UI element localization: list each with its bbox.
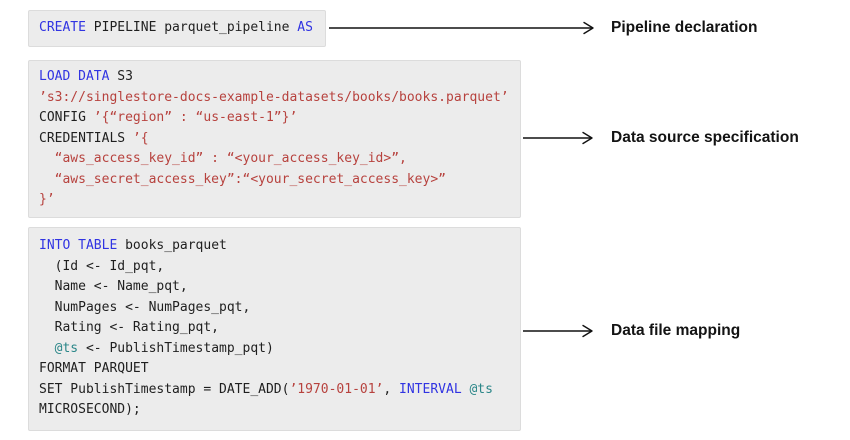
code-segment-var: @ts [54,340,79,356]
code-segment-var: @ts [469,381,493,397]
code-segment-plain: FORMAT PARQUET [39,361,149,376]
annotation-data-source-specification: Data source specification [611,129,799,146]
code-line: Rating <- Rating_pqt, [39,318,510,339]
code-line: ’s3://singlestore-docs-example-datasets/… [39,88,510,109]
code-segment-plain: CONFIG [39,110,94,125]
code-line: }’ [39,190,510,211]
annotation-data-file-mapping: Data file mapping [611,322,741,339]
code-line: @ts <- PublishTimestamp_pqt) [39,339,510,360]
code-segment-plain: Name <- Name_pqt, [39,279,188,294]
right-arrow-icon [329,21,594,35]
code-segment-str: ’s3://singlestore-docs-example-datasets/… [39,89,509,105]
code-segment-str: ’{“region” : “us-east-1”}’ [93,110,298,125]
code-segment-plain [39,341,55,356]
code-segment-plain: Rating <- Rating_pqt, [39,320,220,335]
code-line: Name <- Name_pqt, [39,277,510,298]
code-segment-str: “aws_secret_access_key”:“<your_secret_ac… [39,171,446,187]
code-segment-plain: , [383,381,400,397]
right-arrow-icon [523,131,593,145]
code-line: CREATE PIPELINE parquet_pipeline AS [39,18,315,39]
code-line: CONFIG ’{“region” : “us-east-1”}’ [39,108,510,129]
code-segment-str: }’ [39,192,55,207]
code-segment-kw: AS [297,20,313,35]
code-segment-plain: CREDENTIALS [39,130,133,146]
code-segment-kw: INTO TABLE [39,238,118,253]
code-line: NumPages <- NumPages_pqt, [39,298,510,319]
code-segment-kw: INTERVAL [399,381,462,397]
annotation-pipeline-declaration: Pipeline declaration [611,19,758,36]
code-segment-plain: S3 [109,69,133,84]
code-segment-plain: <- PublishTimestamp_pqt) [78,340,274,356]
code-segment-plain: MICROSECOND); [39,402,141,417]
code-line: INTO TABLE books_parquet [39,236,510,257]
code-line: LOAD DATA S3 [39,67,510,88]
code-line: CREDENTIALS ’{ [39,129,510,150]
code-segment-str: ’1970-01-01’ [289,381,384,397]
code-segment-str: ’{ [132,130,149,146]
code-segment-plain: SET PublishTimestamp = DATE_ADD( [39,381,290,397]
right-arrow-icon [523,324,593,338]
code-line: FORMAT PARQUET [39,359,510,380]
code-line: (Id <- Id_pqt, [39,257,510,278]
code-line: “aws_secret_access_key”:“<your_secret_ac… [39,170,510,191]
code-block-data-source-specification: LOAD DATA S3’s3://singlestore-docs-examp… [28,60,521,218]
code-segment-str: “aws_access_key_id” : “<your_access_key_… [39,151,407,166]
code-segment-plain: books_parquet [117,238,227,253]
code-segment-plain: NumPages <- NumPages_pqt, [39,299,251,315]
code-segment-kw: LOAD DATA [39,69,110,84]
code-line: MICROSECOND); [39,400,510,421]
code-line: SET PublishTimestamp = DATE_ADD(’1970-01… [39,380,510,401]
code-block-pipeline-declaration: CREATE PIPELINE parquet_pipeline AS [28,10,326,47]
code-block-data-file-mapping: INTO TABLE books_parquet (Id <- Id_pqt, … [28,227,521,431]
code-segment-plain: PIPELINE parquet_pipeline [85,20,298,35]
code-segment-plain: (Id <- Id_pqt, [39,258,165,274]
code-segment-kw: CREATE [39,20,86,35]
code-line: “aws_access_key_id” : “<your_access_key_… [39,149,510,170]
